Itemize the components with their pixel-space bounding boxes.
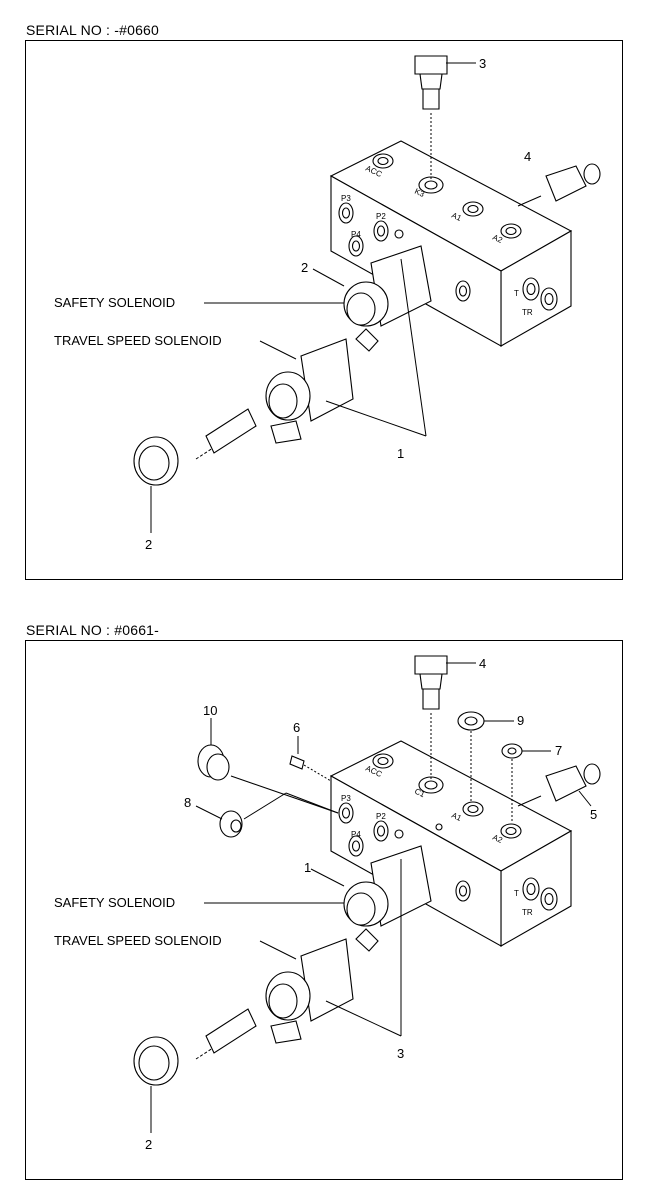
travel-speed-solenoid-label: TRAVEL SPEED SOLENOID <box>54 333 222 348</box>
port-label-p4: P4 <box>351 830 361 839</box>
safety-solenoid-label: SAFETY SOLENOID <box>54 295 175 310</box>
leader-line <box>325 1000 402 1037</box>
callout-1: 1 <box>304 860 311 875</box>
port-label-tr: TR <box>522 308 533 317</box>
port-label-p3: P3 <box>341 794 351 803</box>
valve-exploded-view-2: ACC C1 A1 A2 P3 P2 P4 T TR <box>54 655 601 1152</box>
callout-10: 10 <box>203 703 217 718</box>
port-label-k3: K3 <box>413 187 426 200</box>
plug-10 <box>197 744 339 814</box>
port-label-t: T <box>514 889 519 898</box>
callout-1: 1 <box>397 446 404 461</box>
callout-2-top: 2 <box>301 260 308 275</box>
travel-speed-solenoid <box>265 938 354 1044</box>
port-label-t: T <box>514 289 519 298</box>
callout-7: 7 <box>555 743 562 758</box>
port-label-a1: A1 <box>450 811 463 824</box>
travel-speed-solenoid <box>265 338 354 444</box>
leader-line <box>310 868 345 887</box>
port-label-p4: P4 <box>351 230 361 239</box>
plug-bolt-4 <box>414 655 448 781</box>
travel-speed-solenoid-label: TRAVEL SPEED SOLENOID <box>54 933 222 948</box>
coil-nut-2 <box>133 1008 257 1086</box>
port-label-a2: A2 <box>491 233 504 246</box>
safety-solenoid <box>343 245 432 352</box>
fitting-5 <box>517 763 601 807</box>
valve-exploded-view-1: ACC K3 A1 A2 P3 P2 P4 T TR <box>54 55 601 552</box>
plug-7 <box>501 743 523 823</box>
serial-number-label: SERIAL NO : #0661- <box>26 622 160 638</box>
leader-line <box>259 940 297 960</box>
port-label-p3: P3 <box>341 194 351 203</box>
port-label-tr: TR <box>522 908 533 917</box>
serial-number-label: SERIAL NO : -#0660 <box>26 22 160 38</box>
port-label-a1: A1 <box>450 211 463 224</box>
coil-nut-2 <box>133 408 257 486</box>
port-label-p2: P2 <box>376 212 386 221</box>
screw-6 <box>289 755 332 782</box>
fitting-4 <box>517 163 601 207</box>
callout-4: 4 <box>524 149 531 164</box>
leader-line <box>325 400 427 437</box>
port-label-c1: C1 <box>413 787 427 800</box>
leader-line <box>195 805 223 820</box>
callout-3: 3 <box>397 1046 404 1061</box>
plug-9 <box>457 711 485 801</box>
leader-line <box>578 790 592 807</box>
callout-4: 4 <box>479 656 486 671</box>
plug-8 <box>219 792 339 838</box>
callout-5: 5 <box>590 807 597 822</box>
diagram-panel-2: ACC C1 A1 A2 P3 P2 P4 T TR <box>25 640 623 1180</box>
leader-line <box>312 268 345 287</box>
callout-6: 6 <box>293 720 300 735</box>
plug-bolt-3 <box>414 55 448 181</box>
safety-solenoid-label: SAFETY SOLENOID <box>54 895 175 910</box>
callout-3: 3 <box>479 56 486 71</box>
callout-2-bottom: 2 <box>145 537 152 552</box>
leader-line <box>400 258 427 437</box>
leader-line <box>259 340 297 360</box>
safety-solenoid <box>343 845 432 952</box>
port-label-p2: P2 <box>376 812 386 821</box>
callout-2: 2 <box>145 1137 152 1152</box>
diagram-panel-1: ACC K3 A1 A2 P3 P2 P4 T TR <box>25 40 623 580</box>
port-label-a2: A2 <box>491 833 504 846</box>
callout-9: 9 <box>517 713 524 728</box>
callout-8: 8 <box>184 795 191 810</box>
